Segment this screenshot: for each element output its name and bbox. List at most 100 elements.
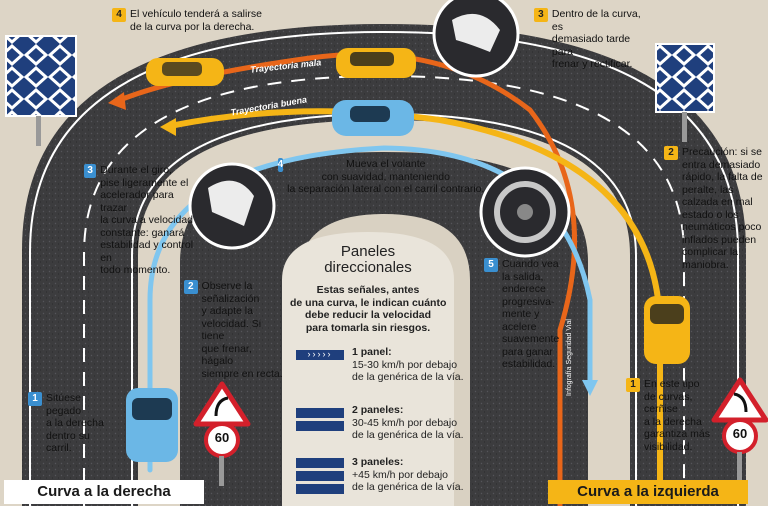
- panel-item-title: 2 paneles:: [352, 404, 404, 416]
- step-line: entra demasiado: [682, 158, 761, 171]
- panel-icon-3: [296, 458, 344, 494]
- step-line: enderece: [502, 283, 546, 295]
- step-number: 3: [84, 164, 97, 178]
- step-left-1: 1 Sitúese pegado a la derecha dentro su …: [28, 392, 118, 455]
- footer-right: Curva a la izquierda: [548, 480, 748, 504]
- step-top-3: 3 Dentro de la curva, es demasiado tarde…: [534, 8, 654, 71]
- step-line: demasiado tarde para: [551, 33, 631, 58]
- panels-title-line: Paneles: [340, 243, 396, 260]
- step-line: suavemente: [502, 333, 560, 345]
- center-island: [282, 232, 454, 506]
- inset-pedal-left: [188, 162, 276, 250]
- panel-item-2: 2 paneles: 30-45 km/h por debajo de la g…: [352, 404, 464, 442]
- step-line: Durante el giro,: [100, 164, 173, 176]
- credit-text: Infografía Seguridad Vial: [566, 319, 573, 396]
- good-arrowhead: [160, 118, 176, 136]
- curve-sign-left: [193, 381, 251, 486]
- step-line: a la derecha: [644, 415, 702, 428]
- edge-line-outer: [29, 30, 739, 506]
- panel-icon-2: [296, 408, 344, 431]
- panel-item-line: de la genérica de la vía.: [352, 481, 464, 493]
- step-right-5: 5 Cuando vea la salida, enderece progres…: [484, 258, 568, 371]
- step-left-3: 3 Durante el giro, pise ligeramente el a…: [84, 164, 194, 277]
- panels-title: Paneles direccionales: [290, 244, 446, 276]
- step-line: Observe la: [201, 280, 253, 292]
- step-line: la separación lateral con el carril cont…: [287, 183, 485, 195]
- step-line: con suavidad, manteniendo: [321, 170, 450, 183]
- car-yellow-bad: [146, 58, 224, 86]
- step-line: visibilidad.: [644, 440, 693, 453]
- car-yellow-good: [336, 48, 416, 78]
- step-line: constante: ganará: [100, 226, 185, 239]
- step-line: Precaución: si se: [682, 146, 762, 158]
- step-line: señalización: [201, 292, 260, 305]
- step-line: Dentro de la curva, es: [551, 8, 641, 33]
- center-dashes: [83, 74, 685, 506]
- step-line: calzada en mal: [682, 196, 753, 208]
- step-number: 5: [484, 258, 498, 272]
- panels-title-line: direccionales: [324, 259, 412, 276]
- step-line: acelere: [502, 320, 537, 333]
- speed-sign-right-value: 60: [732, 426, 748, 441]
- panel-item-line: +45 km/h por debajo: [352, 468, 449, 481]
- step-line: pegado: [46, 404, 82, 417]
- panels-desc-line: Estas señales, antes: [316, 284, 420, 296]
- panel-item-1: 1 panel: 15-30 km/h por debajo de la gen…: [352, 346, 464, 384]
- step-line: inflados pueden: [682, 233, 757, 246]
- step-right-1: 1 En este tipo de curvas, cerñise a la d…: [626, 378, 716, 453]
- step-line: dentro su: [46, 429, 90, 442]
- step-line: acelerador para trazar: [100, 189, 174, 214]
- step-line: En este tipo: [644, 378, 700, 390]
- step-number: 2: [184, 280, 198, 294]
- step-top-4: 4 El vehículo tenderá a salirse de la cu…: [112, 8, 282, 33]
- panel-item-title: 1 panel:: [352, 346, 392, 358]
- step-right-2: 2 Precaución: si se entra demasiado rápi…: [664, 146, 766, 271]
- step-line: garantiza más: [644, 428, 710, 440]
- step-line: que frenar, hágalo: [201, 342, 252, 368]
- good-trajectory: [167, 108, 663, 493]
- step-number: 1: [626, 378, 640, 392]
- step-line: siempre en recta.: [201, 367, 283, 380]
- step-line: la curva a velocidad: [100, 214, 194, 226]
- car-blue-bottom: [126, 388, 178, 462]
- step-line: velocidad. Si tiene: [201, 317, 262, 343]
- step-line: todo momento.: [100, 264, 171, 276]
- step-line: complicar la: [682, 246, 739, 258]
- step-line: cerñise: [644, 403, 678, 415]
- step-line: estado o los: [682, 208, 739, 221]
- step-line: pise ligeramente el: [100, 176, 189, 189]
- chevron-sign-right: [655, 43, 715, 142]
- step-mid-4: 4 Mueva el volante con suavidad, manteni…: [277, 158, 484, 196]
- footer-left: Curva a la derecha: [4, 480, 204, 504]
- step-line: peralte, las: [682, 183, 734, 196]
- panel-item-3: 3 paneles: +45 km/h por debajo de la gen…: [352, 456, 464, 494]
- step-line: maniobra.: [682, 258, 729, 271]
- inset-steering-wheel: [479, 166, 571, 258]
- step-number: 2: [664, 146, 678, 160]
- step-line: estabilidad.: [502, 358, 556, 370]
- step-line: Sitúese: [46, 392, 82, 404]
- panel-icon-1-marks: ›››››: [307, 349, 333, 359]
- panel-item-line: de la genérica de la vía.: [352, 429, 464, 441]
- panels-desc-line: para tomarla sin riesgos.: [305, 321, 431, 334]
- step-line: El vehículo tenderá a salirse: [130, 8, 262, 20]
- step-number: 3: [534, 8, 548, 22]
- step-line: progresiva-: [502, 295, 555, 308]
- step-line: Cuando vea: [502, 258, 559, 270]
- car-blue-top: [332, 100, 414, 136]
- panels-desc-line: debe reducir la velocidad: [304, 309, 432, 321]
- step-line: neumáticos poco: [682, 221, 762, 233]
- chevron-sign-left: [5, 35, 77, 146]
- inset-pedal-top: [432, 0, 520, 78]
- panels-description: Estas señales, antes de una curva, le in…: [290, 284, 446, 334]
- step-line: a la derecha: [46, 417, 104, 429]
- speed-sign-left-value: 60: [214, 430, 230, 445]
- panel-icon-1: [296, 350, 344, 360]
- panel-item-line: de la genérica de la vía.: [352, 371, 464, 383]
- step-number: 4: [112, 8, 126, 22]
- panel-item-line: 30-45 km/h por debajo: [352, 416, 458, 429]
- step-line: y adapte la: [201, 305, 253, 317]
- curve-sign-right: [711, 377, 768, 482]
- step-line: de la curva por la derecha.: [130, 20, 255, 33]
